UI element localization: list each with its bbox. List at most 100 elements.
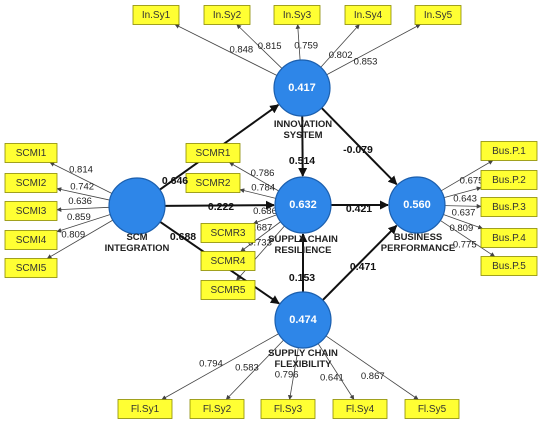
indicator-box (200, 251, 256, 271)
indicator-in-sy1[interactable]: In.Sy1 (132, 5, 180, 25)
construct-label: SYSTEM (283, 130, 322, 141)
loading-arrow (325, 335, 419, 400)
construct-scr[interactable]: 0.632 (274, 176, 332, 234)
indicator-scmr3[interactable]: SCMR3 (200, 223, 256, 243)
loading-arrow (229, 162, 279, 192)
indicator-bus-p-3[interactable]: Bus.P.3 (480, 197, 538, 217)
path-coefficient: 0.471 (350, 261, 376, 273)
loading-arrow (326, 24, 421, 76)
indicator-scmi3[interactable]: SCMI3 (4, 201, 58, 221)
loading-value: 0.853 (354, 56, 378, 67)
construct-scm[interactable] (108, 177, 166, 235)
loading-arrow (236, 24, 283, 69)
indicator-scmi5[interactable]: SCMI5 (4, 258, 58, 278)
indicator-box (414, 5, 462, 25)
indicator-box (4, 258, 58, 278)
indicator-label: SCMI2 (16, 178, 47, 189)
indicator-label: Fl.Sy5 (418, 404, 447, 415)
indicator-box (200, 223, 256, 243)
indicator-label: Bus.P.5 (492, 261, 526, 272)
indicator-bus-p-5[interactable]: Bus.P.5 (480, 256, 538, 276)
indicator-scmi4[interactable]: SCMI4 (4, 230, 58, 250)
loading-value: 0.815 (258, 41, 282, 52)
loading-value: 0.643 (453, 194, 477, 205)
loading-arrow (240, 221, 281, 252)
construct-label: FLEXIBILITY (275, 359, 333, 370)
loading-arrow (239, 188, 276, 199)
indicator-label: Fl.Sy3 (274, 404, 303, 415)
loading-value: 0.859 (67, 212, 91, 223)
indicator-scmr5[interactable]: SCMR5 (200, 280, 256, 300)
indicator-label: In.Sy3 (283, 10, 312, 21)
indicator-fl-sy2[interactable]: Fl.Sy2 (189, 399, 245, 419)
loading-arrow (444, 203, 482, 209)
indicator-box (480, 170, 538, 190)
construct-circle (108, 177, 166, 235)
loading-arrow (56, 214, 111, 233)
loading-value: 0.794 (199, 358, 223, 369)
path-coefficient: 0.646 (162, 175, 188, 187)
indicator-bus-p-1[interactable]: Bus.P.1 (480, 141, 538, 161)
construct-inn[interactable]: 0.417 (273, 59, 331, 117)
indicator-scmr1[interactable]: SCMR1 (185, 143, 241, 163)
r-squared-value: 0.560 (403, 199, 431, 211)
loading-value: 0.742 (70, 181, 94, 192)
indicator-scmr2[interactable]: SCMR2 (185, 173, 241, 193)
indicator-label: Bus.P.4 (492, 233, 526, 244)
loading-value: 0.775 (453, 240, 477, 251)
indicator-fl-sy4[interactable]: Fl.Sy4 (332, 399, 388, 419)
indicator-label: Fl.Sy4 (346, 404, 375, 415)
indicator-box (203, 5, 251, 25)
construct-circle (273, 59, 331, 117)
path-inn-to-bus (320, 107, 398, 186)
indicator-box (480, 256, 538, 276)
loading-value: 0.759 (294, 41, 318, 52)
indicator-label: SCMR2 (195, 178, 230, 189)
indicator-box (4, 201, 58, 221)
loading-arrow (443, 186, 482, 199)
indicator-label: SCMR1 (195, 148, 230, 159)
loading-value: 0.802 (329, 50, 353, 61)
indicator-label: Bus.P.2 (492, 175, 526, 186)
indicator-box (404, 399, 460, 419)
loading-arrow (440, 160, 494, 192)
indicator-box (4, 143, 58, 163)
indicator-in-sy4[interactable]: In.Sy4 (344, 5, 392, 25)
indicator-box (185, 173, 241, 193)
indicator-in-sy5[interactable]: In.Sy5 (414, 5, 462, 25)
indicator-scmi2[interactable]: SCMI2 (4, 173, 58, 193)
indicator-box (4, 173, 58, 193)
construct-scf[interactable]: 0.474 (274, 291, 332, 349)
indicator-box (132, 5, 180, 25)
indicator-box (200, 280, 256, 300)
r-squared-value: 0.632 (289, 199, 317, 211)
indicator-in-sy3[interactable]: In.Sy3 (273, 5, 321, 25)
construct-circle (388, 176, 446, 234)
construct-label: SUPPLY CHAIN (268, 348, 338, 359)
indicator-fl-sy1[interactable]: Fl.Sy1 (117, 399, 173, 419)
indicator-scmi1[interactable]: SCMI1 (4, 143, 58, 163)
indicator-bus-p-2[interactable]: Bus.P.2 (480, 170, 538, 190)
construct-label: SCM (126, 232, 147, 243)
loading-value: 0.796 (275, 369, 299, 380)
loading-value: 0.583 (235, 362, 259, 373)
construct-label: INTEGRATION (105, 243, 170, 254)
indicator-box (185, 143, 241, 163)
indicator-in-sy2[interactable]: In.Sy2 (203, 5, 251, 25)
path-inn-to-scr (298, 115, 308, 177)
indicator-label: In.Sy2 (213, 10, 242, 21)
construct-bus[interactable]: 0.560 (388, 176, 446, 234)
construct-label: INNOVATION (274, 119, 332, 130)
loading-value: 0.814 (69, 165, 93, 176)
path-coefficient: 0.688 (170, 231, 196, 243)
indicator-bus-p-4[interactable]: Bus.P.4 (480, 228, 538, 248)
loading-value: 0.686 (253, 206, 277, 217)
indicator-fl-sy3[interactable]: Fl.Sy3 (260, 399, 316, 419)
loading-arrow (161, 333, 279, 400)
indicator-box (273, 5, 321, 25)
loading-arrow (295, 24, 301, 61)
indicator-box (480, 228, 538, 248)
indicator-scmr4[interactable]: SCMR4 (200, 251, 256, 271)
indicator-fl-sy5[interactable]: Fl.Sy5 (404, 399, 460, 419)
